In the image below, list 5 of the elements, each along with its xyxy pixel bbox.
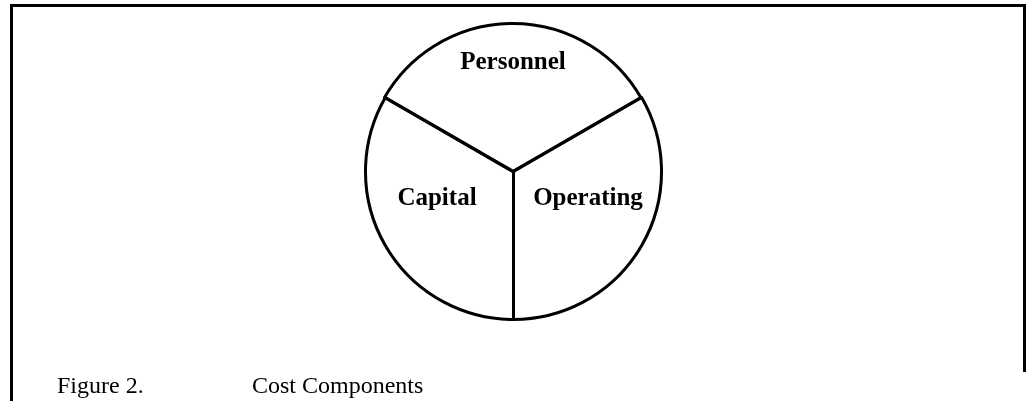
sector-label: Operating <box>533 183 643 209</box>
sector-label: Personnel <box>460 47 566 73</box>
sector-label: Capital <box>397 183 477 209</box>
figure-caption: Cost Components <box>252 372 424 399</box>
figure-caption: Figure 2. <box>57 372 144 399</box>
